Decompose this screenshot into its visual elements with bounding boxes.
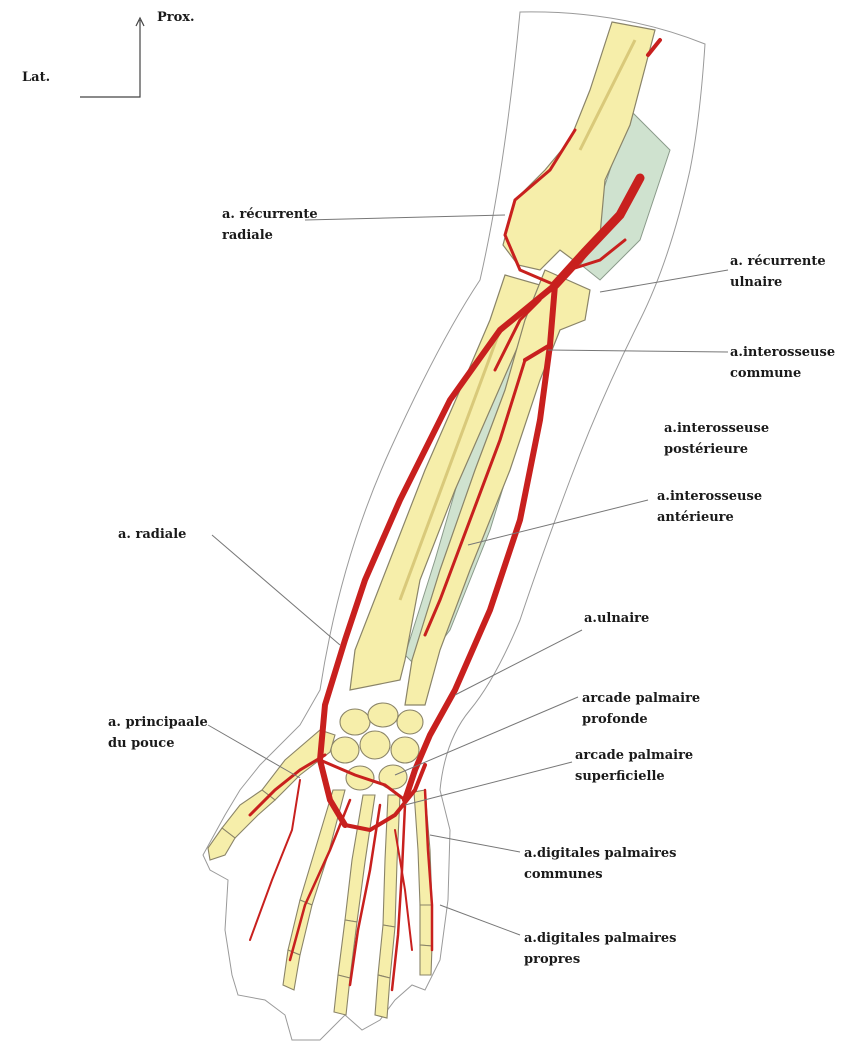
label-line: arcade palmaire: [575, 745, 693, 766]
label-line: a. principaale: [108, 712, 208, 733]
orientation-axes: [80, 18, 144, 97]
label-line: a. récurrente: [730, 251, 826, 272]
label-line: antérieure: [657, 507, 762, 528]
label-line: arcade palmaire: [582, 688, 700, 709]
label-line: postérieure: [664, 439, 769, 460]
label-line: superficielle: [575, 766, 693, 787]
label-line: a.interosseuse: [730, 342, 835, 363]
label-interosseuse-anterieure: a.interosseuse antérieure: [657, 486, 762, 528]
label-line: a.ulnaire: [584, 608, 649, 629]
label-arcade-superficielle: arcade palmaire superficielle: [575, 745, 693, 787]
label-recurrente-radiale: a. récurrente radiale: [222, 204, 318, 246]
label-line: a.interosseuse: [664, 418, 769, 439]
label-line: a.digitales palmaires: [524, 928, 677, 949]
label-recurrente-ulnaire: a. récurrente ulnaire: [730, 251, 826, 293]
label-principale-pouce: a. principaale du pouce: [108, 712, 208, 754]
label-line: propres: [524, 949, 677, 970]
label-line: a.interosseuse: [657, 486, 762, 507]
label-digitales-communes: a.digitales palmaires communes: [524, 843, 677, 885]
label-line: communes: [524, 864, 677, 885]
label-line: a. récurrente: [222, 204, 318, 225]
label-interosseuse-posterieure: a.interosseuse postérieure: [664, 418, 769, 460]
label-ulnaire: a.ulnaire: [584, 608, 649, 629]
label-digitales-propres: a.digitales palmaires propres: [524, 928, 677, 970]
lateral-label: Lat.: [22, 70, 50, 85]
label-line: ulnaire: [730, 272, 826, 293]
label-radiale: a. radiale: [118, 524, 186, 545]
label-line: profonde: [582, 709, 700, 730]
label-line: radiale: [222, 225, 318, 246]
label-line: a. radiale: [118, 524, 186, 545]
label-interosseuse-commune: a.interosseuse commune: [730, 342, 835, 384]
proximal-label: Prox.: [157, 10, 195, 25]
label-line: commune: [730, 363, 835, 384]
label-arcade-profonde: arcade palmaire profonde: [582, 688, 700, 730]
label-line: a.digitales palmaires: [524, 843, 677, 864]
label-line: du pouce: [108, 733, 208, 754]
